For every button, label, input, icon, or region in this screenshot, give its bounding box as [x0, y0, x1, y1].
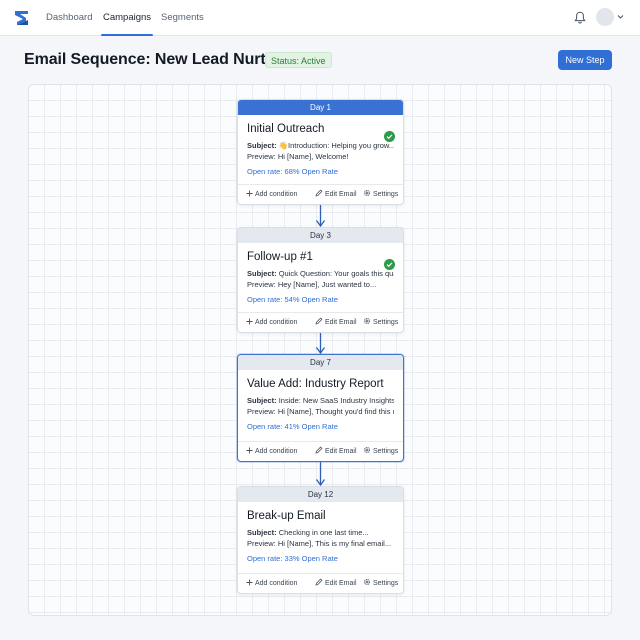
- gear-icon: [364, 318, 370, 324]
- logo-icon[interactable]: [12, 8, 32, 28]
- add-condition-button[interactable]: Add condition: [246, 185, 297, 204]
- settings-button[interactable]: Settings: [363, 574, 398, 593]
- avatar[interactable]: [596, 8, 614, 26]
- add-condition-button[interactable]: Add condition: [246, 574, 297, 593]
- step-actions: Add condition Edit Email Settings: [238, 573, 403, 593]
- pencil-icon: [315, 189, 323, 197]
- step-subject: Subject: Inside: New SaaS Industry Insig…: [247, 396, 394, 405]
- nav-tab-campaigns[interactable]: Campaigns: [100, 0, 154, 36]
- step-title: Break-up Email: [247, 510, 326, 522]
- edit-email-button[interactable]: Edit Email: [315, 185, 357, 204]
- check-circle-icon: [384, 131, 395, 142]
- edit-email-button[interactable]: Edit Email: [315, 313, 357, 332]
- step-card-day-7[interactable]: Day 7 Value Add: Industry Report Subject…: [237, 354, 404, 462]
- step-subject: Subject: Checking in one last time...: [247, 528, 369, 537]
- gear-icon: [364, 447, 370, 453]
- nav-tab-dashboard[interactable]: Dashboard: [46, 12, 93, 23]
- top-navigation-bar: Dashboard Campaigns Segments: [0, 0, 640, 36]
- step-day-label: Day 12: [238, 487, 403, 502]
- gear-icon: [364, 579, 370, 585]
- step-card-day-3[interactable]: Day 3 Follow-up #1 Subject: Quick Questi…: [237, 227, 404, 333]
- pencil-icon: [315, 578, 323, 586]
- plus-icon: [246, 190, 253, 197]
- add-condition-button[interactable]: Add condition: [246, 313, 297, 332]
- step-actions: Add condition Edit Email Settings: [238, 312, 403, 332]
- settings-button[interactable]: Settings: [363, 313, 398, 332]
- connector-arrow: [315, 205, 326, 228]
- plus-icon: [246, 447, 253, 454]
- step-day-label: Day 3: [238, 228, 403, 243]
- step-title: Initial Outreach: [247, 123, 325, 135]
- step-day-label: Day 7: [238, 355, 403, 370]
- step-open-rate: Open rate: 68% Open Rate: [247, 167, 338, 176]
- edit-email-button[interactable]: Edit Email: [315, 442, 357, 461]
- step-day-label: Day 1: [238, 100, 403, 115]
- page-title: Email Sequence: New Lead Nurture: [24, 51, 291, 68]
- step-open-rate: Open rate: 54% Open Rate: [247, 295, 338, 304]
- step-preview: Preview: Hey [Name], Just wanted to...: [247, 280, 377, 289]
- step-open-rate: Open rate: 41% Open Rate: [247, 422, 338, 431]
- gear-icon: [364, 190, 370, 196]
- step-title: Follow-up #1: [247, 251, 313, 263]
- step-actions: Add condition Edit Email Settings: [238, 184, 403, 204]
- settings-button[interactable]: Settings: [363, 442, 398, 461]
- add-condition-button[interactable]: Add condition: [246, 442, 297, 461]
- pencil-icon: [315, 317, 323, 325]
- step-card-day-12[interactable]: Day 12 Break-up Email Subject: Checking …: [237, 486, 404, 594]
- step-actions: Add condition Edit Email Settings: [238, 441, 403, 461]
- connector-arrow: [315, 462, 326, 487]
- step-preview: Preview: Hi [Name], Thought you'd find t…: [247, 407, 394, 416]
- plus-icon: [246, 579, 253, 586]
- step-open-rate: Open rate: 33% Open Rate: [247, 554, 338, 563]
- nav-tab-segments[interactable]: Segments: [161, 12, 204, 23]
- step-card-day-1[interactable]: Day 1 Initial Outreach Subject: 👋Introdu…: [237, 99, 404, 205]
- status-badge: Status: Active: [265, 52, 332, 68]
- edit-email-button[interactable]: Edit Email: [315, 574, 357, 593]
- step-title: Value Add: Industry Report: [247, 378, 384, 390]
- chevron-down-icon[interactable]: [617, 14, 624, 20]
- bell-icon[interactable]: [574, 11, 586, 24]
- connector-arrow: [315, 332, 326, 355]
- new-step-button[interactable]: New Step: [558, 50, 612, 70]
- step-subject: Subject: Quick Question: Your goals this…: [247, 269, 394, 278]
- settings-button[interactable]: Settings: [363, 185, 398, 204]
- step-preview: Preview: Hi [Name], Welcome!: [247, 152, 349, 161]
- step-preview: Preview: Hi [Name], This is my final ema…: [247, 539, 392, 548]
- pencil-icon: [315, 446, 323, 454]
- check-circle-icon: [384, 259, 395, 270]
- plus-icon: [246, 318, 253, 325]
- step-subject: Subject: 👋Introduction: Helping you grow…: [247, 141, 394, 150]
